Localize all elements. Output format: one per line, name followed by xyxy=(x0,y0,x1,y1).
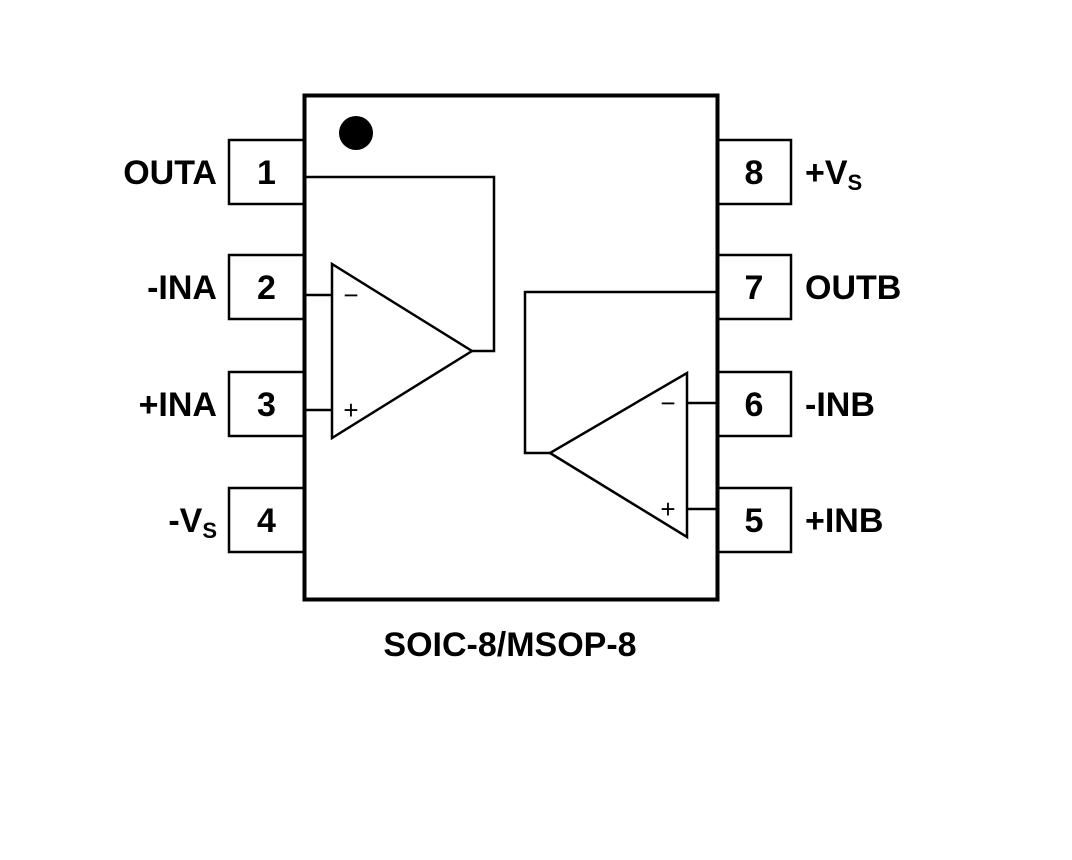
package-body xyxy=(302,93,720,602)
pin-6: 6 -INB xyxy=(716,370,875,438)
pin-name: -INB xyxy=(805,386,875,424)
op-amp-a: − + xyxy=(306,175,496,441)
op-amp-a-triangle xyxy=(330,261,475,441)
pin-number: 4 xyxy=(257,502,276,540)
pin-box xyxy=(716,370,793,438)
pin-8: 8 +VS xyxy=(716,138,862,206)
pin-name: -VS xyxy=(168,502,217,543)
package-label: SOIC-8/MSOP-8 xyxy=(383,626,636,664)
pin1-dot-icon xyxy=(339,116,373,150)
pin-4: 4 -VS xyxy=(168,486,306,554)
pin-number: 2 xyxy=(257,269,276,307)
pin-number: 6 xyxy=(745,386,764,424)
pin-number: 5 xyxy=(745,502,764,540)
pin-number: 1 xyxy=(257,154,276,192)
pin-name-main: -V xyxy=(168,502,202,540)
pin-name: +INA xyxy=(139,386,217,424)
pin-name-main: +V xyxy=(805,154,848,192)
pin-number: 8 xyxy=(745,154,764,192)
pin-name: +VS xyxy=(805,154,862,195)
pin-name: -INA xyxy=(147,269,217,307)
op-amp-a-noninverting-sign: + xyxy=(343,395,358,425)
pin-1: 1 OUTA xyxy=(123,138,306,206)
wire-outa-feedback xyxy=(306,175,496,353)
op-amp-b-triangle xyxy=(547,370,689,540)
pin-5: 5 +INB xyxy=(716,486,883,554)
pin-name: +INB xyxy=(805,502,883,540)
pin-3: 3 +INA xyxy=(139,370,306,438)
pin-name: OUTB xyxy=(805,269,901,307)
op-amp-b-inverting-sign: − xyxy=(660,388,675,418)
op-amp-b: − + xyxy=(523,290,716,540)
pin-2: 2 -INA xyxy=(147,253,306,321)
wire-outb-feedback xyxy=(523,290,716,455)
pin-box xyxy=(227,138,306,206)
pin-name-subscript: S xyxy=(202,518,217,543)
pin-name-subscript: S xyxy=(848,170,863,195)
pin-box xyxy=(716,138,793,206)
pin-box xyxy=(227,370,306,438)
pin-7: 7 OUTB xyxy=(716,253,901,321)
op-amp-b-noninverting-sign: + xyxy=(660,494,675,524)
op-amp-a-inverting-sign: − xyxy=(343,280,358,310)
pin-number: 7 xyxy=(745,269,764,307)
pin-number: 3 xyxy=(257,386,276,424)
pin-box xyxy=(227,253,306,321)
pin-name: OUTA xyxy=(123,154,217,192)
